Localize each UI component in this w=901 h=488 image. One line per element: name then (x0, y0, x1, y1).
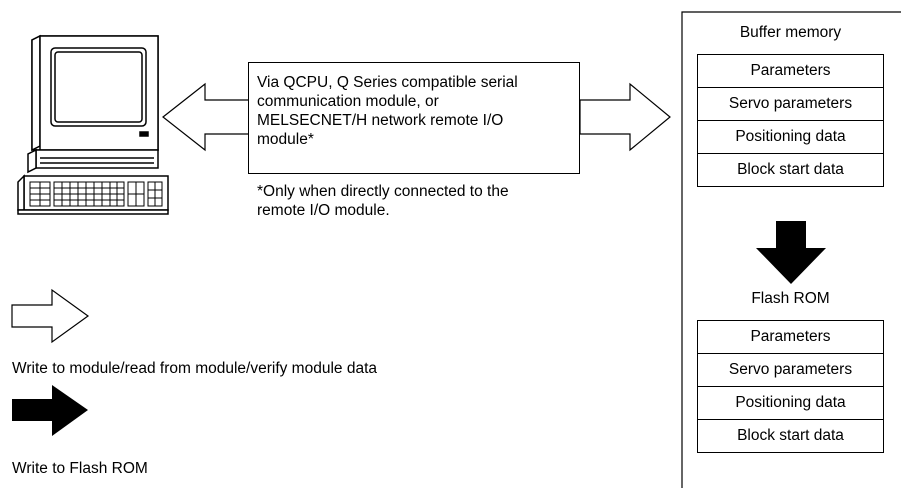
flash-rom-item: Parameters (697, 320, 884, 354)
connection-info-box: Via QCPU, Q Series compatible serial com… (248, 62, 580, 174)
hollow-arrow-right-icon (579, 82, 671, 152)
buffer-memory-item: Positioning data (697, 120, 884, 154)
buffer-memory-item: Parameters (697, 54, 884, 88)
legend-black-arrow-label: Write to Flash ROM (12, 460, 148, 477)
footnote-line-2: remote I/O module. (257, 202, 390, 219)
footnote-line-1: *Only when directly connected to the (257, 183, 509, 200)
legend-white-arrow-label: Write to module/read from module/verify … (12, 360, 377, 377)
desktop-computer-icon (17, 34, 169, 215)
flash-rom-item: Servo parameters (697, 353, 884, 387)
flash-rom-item: Positioning data (697, 386, 884, 420)
solid-arrow-down-icon (756, 221, 826, 284)
connection-info-text: Via QCPU, Q Series compatible serial com… (257, 74, 518, 148)
legend-solid-arrow-icon (12, 385, 88, 436)
buffer-memory-item: Block start data (697, 153, 884, 187)
buffer-memory-title: Buffer memory (739, 24, 842, 41)
hollow-arrow-left-icon (162, 82, 251, 152)
flash-rom-title: Flash ROM (751, 290, 830, 307)
buffer-memory-item: Servo parameters (697, 87, 884, 121)
module-frame (681, 11, 901, 488)
legend-hollow-arrow-icon (11, 288, 90, 344)
flash-rom-item: Block start data (697, 419, 884, 453)
